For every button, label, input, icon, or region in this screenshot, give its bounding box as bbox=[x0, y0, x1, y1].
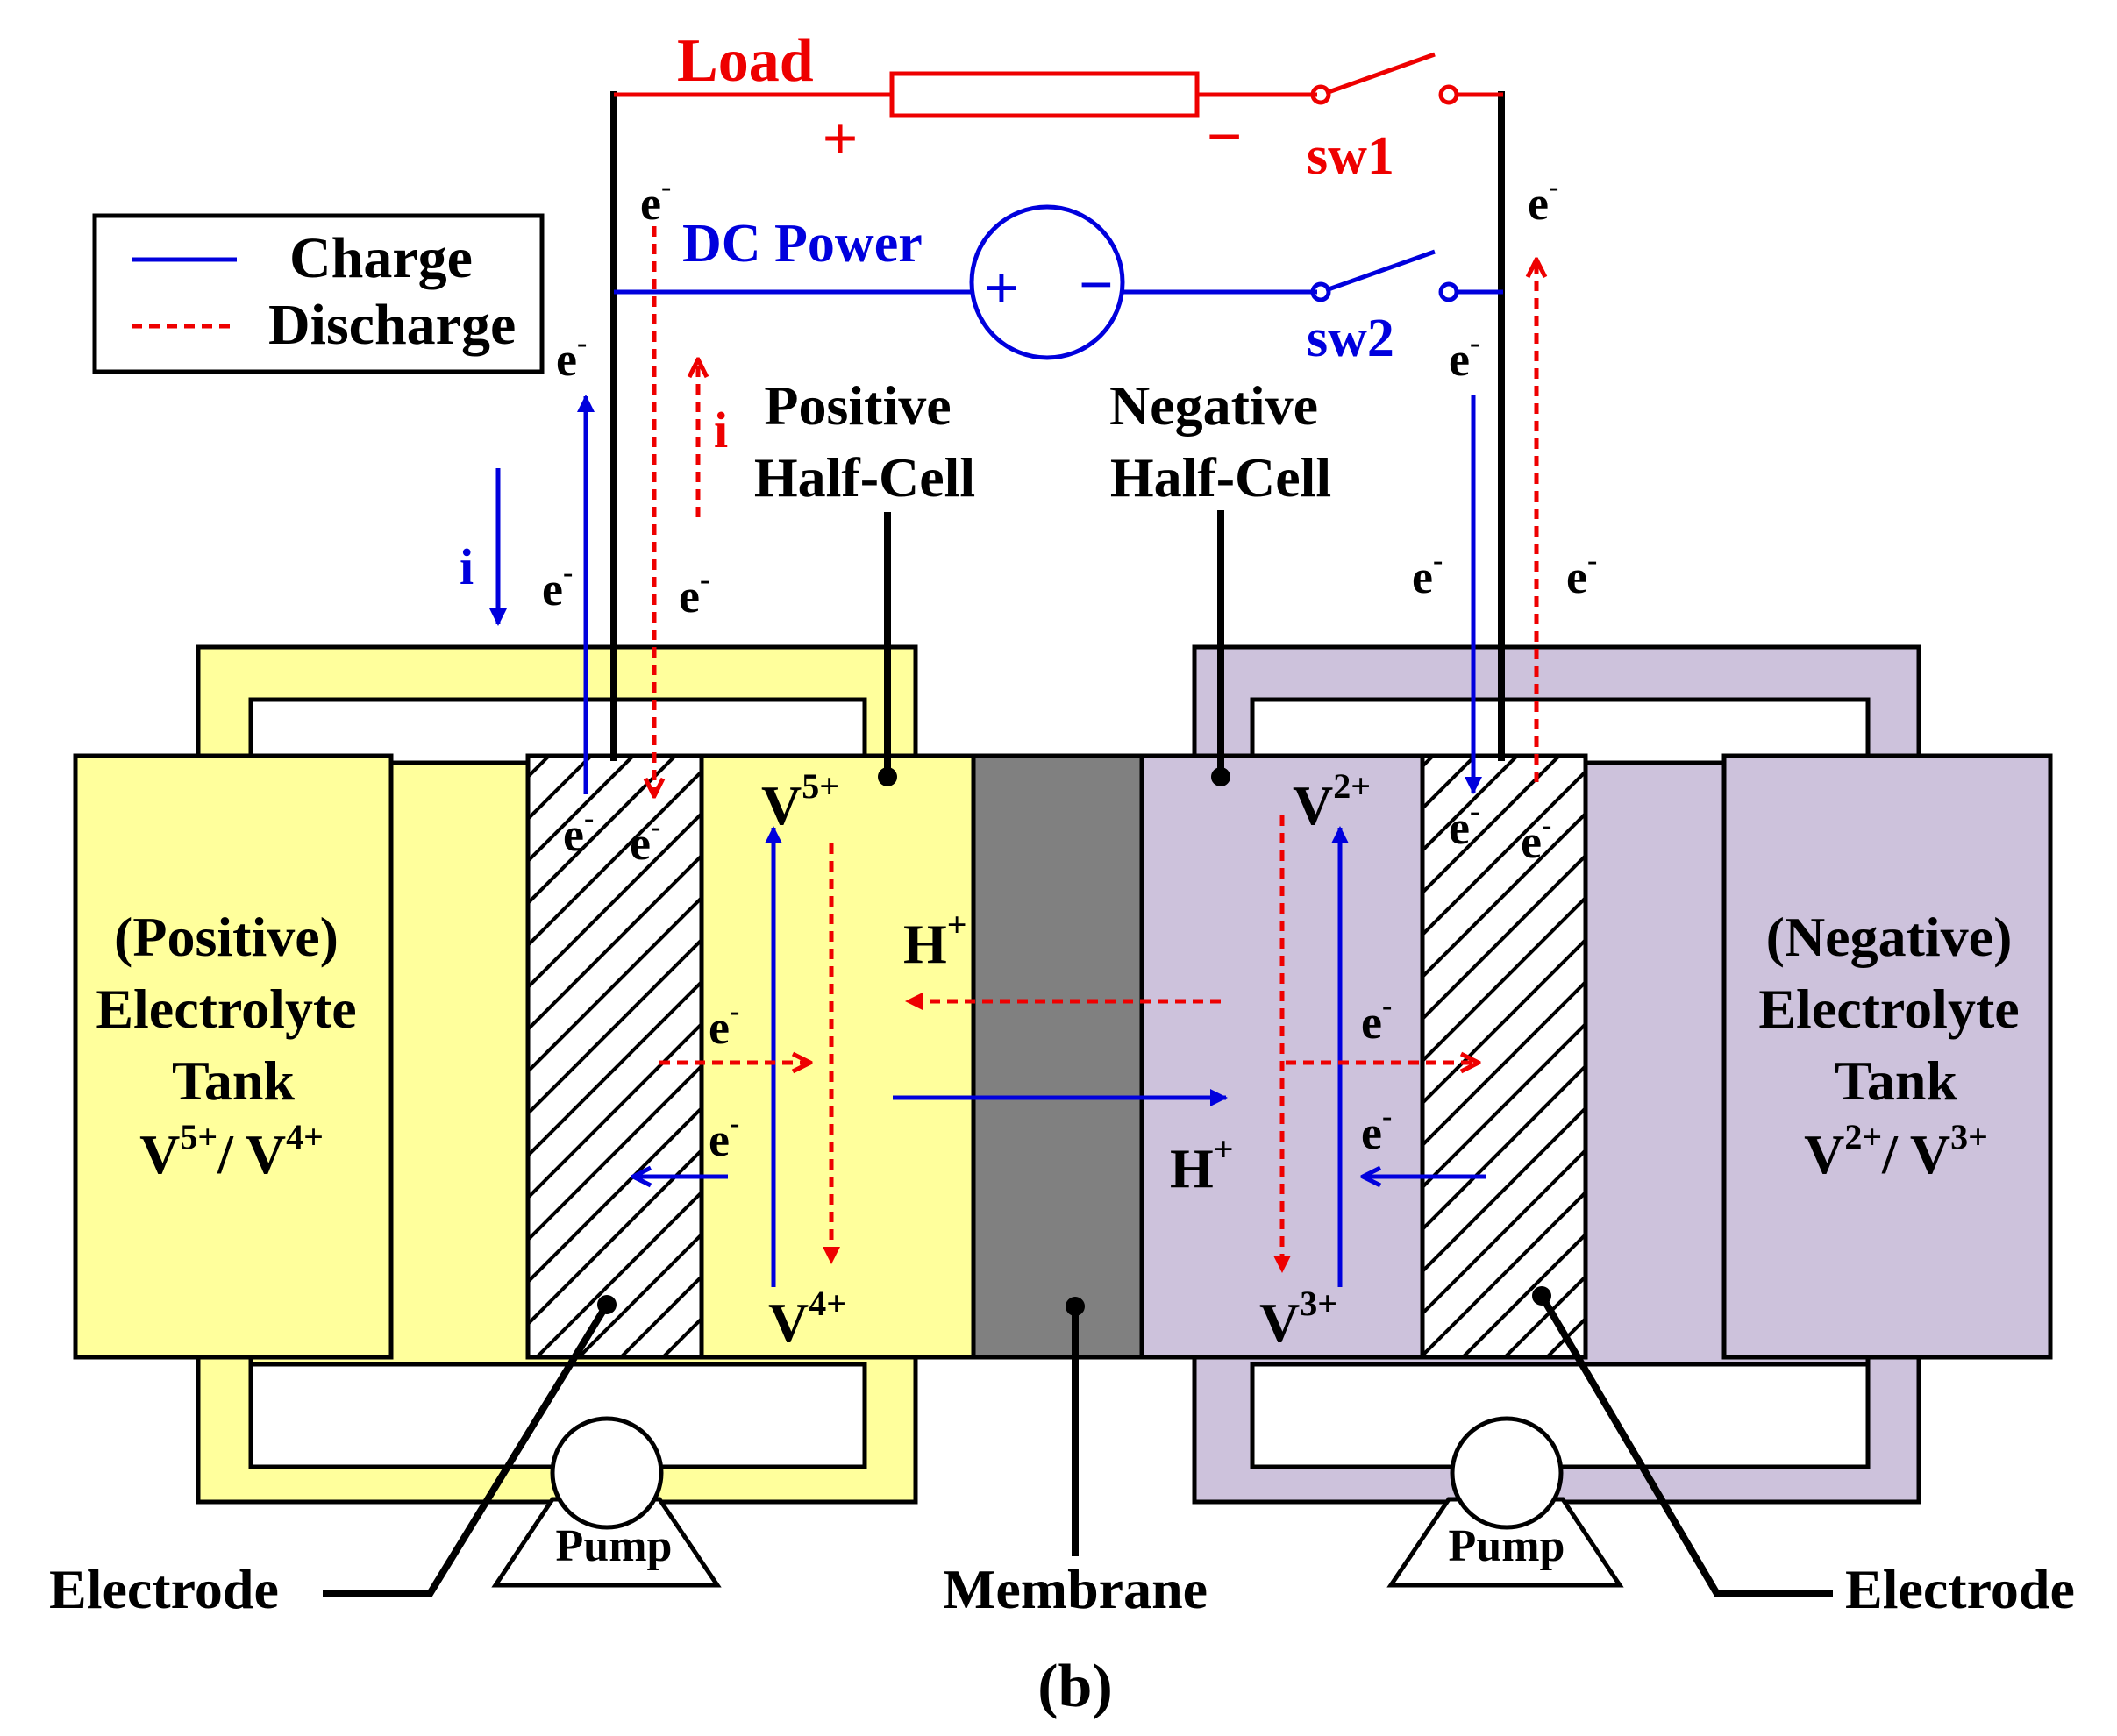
electron-label: e- bbox=[679, 564, 709, 623]
tank-labels: (Positive) Electrolyte Tank V5+/V4+ (Neg… bbox=[96, 906, 2033, 1185]
ion-v5: V5+ bbox=[761, 766, 839, 836]
load-circuit bbox=[614, 52, 1503, 118]
positive-half-cell bbox=[699, 753, 976, 1360]
negative-half-cell-title: Negative Half-Cell bbox=[1109, 374, 1332, 509]
electron-label: e- bbox=[556, 327, 587, 386]
ion-v4: V4+ bbox=[768, 1284, 846, 1354]
legend-charge-label: Charge bbox=[289, 226, 473, 290]
negative-electrode bbox=[1420, 753, 1588, 1360]
negative-pump: Pump bbox=[1386, 1416, 1624, 1588]
positive-pump: Pump bbox=[491, 1416, 722, 1588]
ion-h-charge: H+ bbox=[1170, 1129, 1234, 1199]
positive-tank bbox=[73, 753, 394, 1360]
electron-label: e- bbox=[1449, 327, 1479, 386]
electron-label: e- bbox=[640, 171, 671, 230]
negative-tank-label: (Negative) Electrolyte Tank bbox=[1758, 906, 2033, 1112]
figure-caption: (b) bbox=[1037, 1653, 1113, 1720]
legend: Charge Discharge bbox=[92, 213, 545, 374]
circuit-labels: Load + − sw1 DC Power + − sw2 bbox=[677, 27, 1394, 368]
membrane-label: Membrane bbox=[943, 1558, 1208, 1620]
electron-label: e- bbox=[542, 557, 573, 615]
half-cell-titles: Positive Half-Cell Negative Half-Cell bbox=[754, 374, 1332, 509]
charge-current-label: i bbox=[460, 538, 474, 595]
negative-tank bbox=[1721, 753, 2053, 1360]
discharge-arrows bbox=[654, 226, 1536, 1273]
positive-tank-label: (Positive) Electrolyte Tank bbox=[96, 906, 370, 1112]
negative-electrode-label: Electrode bbox=[1845, 1558, 2075, 1620]
positive-pump-label: Pump bbox=[556, 1521, 673, 1571]
positive-tank-species: V5+/V4+ bbox=[139, 1117, 324, 1185]
electron-label: e- bbox=[630, 811, 660, 870]
load-minus: − bbox=[1206, 102, 1242, 172]
electron-label: e- bbox=[709, 995, 739, 1054]
electron-label: e- bbox=[1361, 990, 1392, 1049]
pointer-dots bbox=[597, 767, 1551, 1316]
ion-v2: V2+ bbox=[1293, 766, 1371, 836]
load-plus: + bbox=[822, 103, 858, 174]
discharge-current-label: i bbox=[714, 402, 728, 459]
negative-tank-species: V2+/V3+ bbox=[1804, 1117, 1988, 1185]
black-wires bbox=[323, 91, 1833, 1597]
sw2-label: sw2 bbox=[1307, 309, 1394, 368]
positive-half-cell-title: Positive Half-Cell bbox=[754, 374, 975, 509]
ion-v3: V3+ bbox=[1259, 1284, 1337, 1354]
membrane bbox=[971, 753, 1144, 1360]
legend-discharge-label: Discharge bbox=[268, 293, 516, 357]
ion-labels: V5+ V4+ V2+ V3+ H+ H+ bbox=[761, 766, 1371, 1354]
electron-label: e- bbox=[1528, 171, 1558, 230]
dc-plus: + bbox=[984, 255, 1019, 323]
positive-electrode-label: Electrode bbox=[49, 1558, 279, 1620]
charge-arrows bbox=[489, 395, 1486, 1287]
electron-label: e- bbox=[709, 1107, 739, 1166]
electron-label: e- bbox=[1521, 809, 1551, 868]
positive-electrode bbox=[525, 753, 704, 1360]
dc-minus: − bbox=[1079, 252, 1114, 319]
electron-label: e- bbox=[563, 802, 594, 861]
ion-h-discharge: H+ bbox=[903, 905, 967, 975]
negative-pump-label: Pump bbox=[1449, 1521, 1565, 1571]
electron-label: e- bbox=[1361, 1100, 1392, 1159]
dc-power-label: DC Power bbox=[682, 214, 923, 274]
electron-labels: e- e- e- e- e- e- e- e- e- e- e- e- e- e… bbox=[542, 171, 1597, 1166]
dc-circuit bbox=[614, 204, 1503, 360]
positive-side bbox=[73, 644, 976, 1505]
negative-half-cell bbox=[1139, 753, 1425, 1360]
electron-label: e- bbox=[1412, 544, 1443, 603]
load-label: Load bbox=[677, 27, 814, 95]
electron-label: e- bbox=[1566, 544, 1597, 603]
electron-label: e- bbox=[1449, 795, 1479, 854]
sw1-label: sw1 bbox=[1307, 126, 1394, 186]
